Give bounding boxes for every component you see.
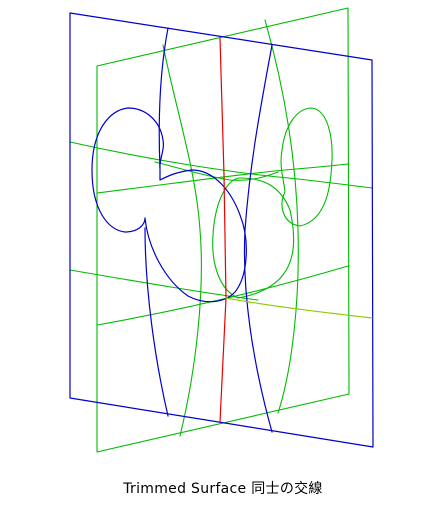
surfaces-diagram: [69, 7, 374, 453]
surface-b-isoline-v2: [264, 19, 299, 414]
surface-b-arc-upper: [154, 161, 279, 181]
surface-a-isoline-v2: [243, 44, 273, 433]
surface-a-trim-loop-left: [91, 107, 247, 303]
surface-b-trim-loop-center: [212, 177, 295, 299]
surface-b-isoline-h4: [96, 265, 349, 326]
intersection-line-yellowgreen: [225, 297, 373, 319]
surface-a-isoline-v3: [144, 227, 169, 417]
surface-b-isoline-h2: [96, 163, 349, 194]
surface-a-boundary: [69, 12, 374, 448]
intersection-curves: [219, 37, 373, 423]
surface-b-boundary: [96, 7, 350, 453]
surface-b-isoline-h3: [69, 269, 259, 301]
figure-caption: Trimmed Surface 同士の交線: [123, 481, 323, 497]
surface-b-trim-loop-right: [280, 107, 333, 227]
surface-b-isoline-v1: [162, 44, 202, 437]
intersection-line-red: [219, 37, 227, 423]
surface-b-green: [69, 7, 373, 453]
surface-a-isoline-v1: [158, 27, 169, 169]
surface-b-isoline-h1: [69, 141, 373, 189]
surface-a-blue: [69, 12, 374, 448]
